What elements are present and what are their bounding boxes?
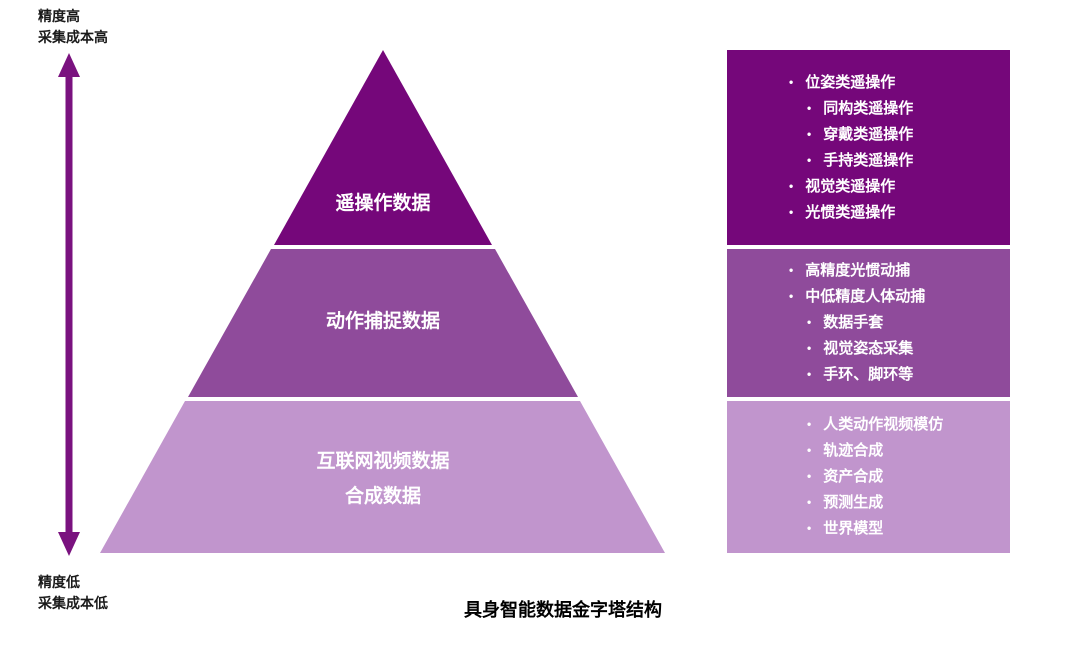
bullet-item: 视觉类遥操作 — [789, 174, 913, 200]
axis-top-label-line1: 精度高 — [38, 8, 80, 24]
bullet-item: 中低精度人体动捕 — [789, 284, 925, 310]
pyramid-tier3-shape — [100, 401, 665, 553]
bullet-item: 高精度光惯动捕 — [789, 258, 925, 284]
bullet-item: 轨迹合成 — [789, 438, 943, 464]
detail-box-motion-capture: 高精度光惯动捕中低精度人体动捕数据手套视觉姿态采集手环、脚环等 — [727, 249, 1010, 397]
internet-synthetic-bullet-list: 人类动作视频模仿轨迹合成资产合成预测生成世界模型 — [727, 412, 951, 542]
axis-arrow-up-icon — [58, 53, 80, 77]
teleoperation-bullet-list: 位姿类遥操作同构类遥操作穿戴类遥操作手持类遥操作视觉类遥操作光惯类遥操作 — [727, 70, 921, 226]
bullet-item: 预测生成 — [789, 490, 943, 516]
axis-top-label-line2: 采集成本高 — [38, 29, 108, 45]
bullet-item: 人类动作视频模仿 — [789, 412, 943, 438]
bullet-item: 同构类遥操作 — [789, 96, 913, 122]
axis-bottom-label-line2: 采集成本低 — [38, 595, 108, 611]
diagram-title: 具身智能数据金字塔结构 — [464, 600, 662, 620]
bullet-item: 穿戴类遥操作 — [789, 122, 913, 148]
axis-top-label: 精度高 采集成本高 — [38, 6, 108, 48]
pyramid-tier1-label: 遥操作数据 — [335, 193, 431, 214]
bullet-item: 手持类遥操作 — [789, 148, 913, 174]
bullet-item: 资产合成 — [789, 464, 943, 490]
axis-bottom-label: 精度低 采集成本低 — [38, 572, 108, 614]
bullet-item: 世界模型 — [789, 516, 943, 542]
bullet-item: 位姿类遥操作 — [789, 70, 913, 96]
bullet-item: 数据手套 — [789, 310, 925, 336]
pyramid-tier2-shape — [188, 249, 578, 397]
pyramid-tier3-label-line1: 互联网视频数据 — [316, 451, 450, 472]
motion-capture-bullet-list: 高精度光惯动捕中低精度人体动捕数据手套视觉姿态采集手环、脚环等 — [727, 258, 933, 388]
axis-arrow-down-icon — [58, 532, 80, 556]
detail-box-internet-synthetic: 人类动作视频模仿轨迹合成资产合成预测生成世界模型 — [727, 401, 1010, 553]
bullet-item: 手环、脚环等 — [789, 362, 925, 388]
detail-box-teleoperation: 位姿类遥操作同构类遥操作穿戴类遥操作手持类遥操作视觉类遥操作光惯类遥操作 — [727, 50, 1010, 245]
pyramid-tier3-label-line2: 合成数据 — [344, 486, 421, 507]
pyramid-tier2-label: 动作捕捉数据 — [325, 311, 440, 332]
axis-bottom-label-line1: 精度低 — [38, 574, 80, 590]
bullet-item: 视觉姿态采集 — [789, 336, 925, 362]
bullet-item: 光惯类遥操作 — [789, 200, 913, 226]
pyramid-tier1-shape — [274, 50, 492, 245]
